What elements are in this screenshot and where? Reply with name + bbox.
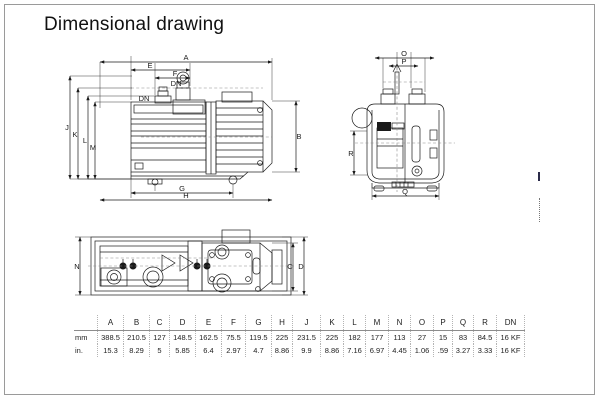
table-header-dn: DN (496, 315, 525, 331)
cell-mm-k: 225 (320, 330, 344, 344)
dim-label-E: E (147, 61, 152, 70)
dim-label-O: O (401, 49, 407, 58)
dim-label-L: L (83, 136, 87, 145)
page-border (4, 4, 595, 395)
table-header-k: K (320, 315, 344, 331)
cell-mm-h: 225 (271, 330, 293, 344)
cell-in-e: 6.4 (195, 344, 222, 357)
table-header-g: G (245, 315, 272, 331)
table-header-m: M (365, 315, 389, 331)
table-header-a: A (97, 315, 124, 331)
plan-view-pump-body (90, 229, 292, 296)
dim-label-K: K (72, 130, 77, 139)
dim-label-Q: Q (402, 187, 408, 196)
cell-in-n: 4.45 (388, 344, 411, 357)
right-edge-dotted-rule (539, 198, 540, 222)
table-header-row: A B C D E F G H J K L M N O P Q R DN (74, 315, 525, 331)
cell-in-q: 3.27 (452, 344, 474, 357)
dim-label-H: H (183, 191, 188, 200)
table-header-c: C (149, 315, 170, 331)
side-elevation-pump-body (130, 71, 217, 175)
port-label-dn-inlet: DN (139, 94, 150, 103)
cell-mm-d: 148.5 (169, 330, 196, 344)
page-title: Dimensional drawing (44, 14, 225, 35)
cell-mm-j: 231.5 (292, 330, 321, 344)
right-edge-tick-mark (538, 172, 540, 181)
cell-mm-f: 75.5 (221, 330, 246, 344)
table-header-q: Q (452, 315, 474, 331)
table-header-l: L (343, 315, 366, 331)
end-view-pump-body (351, 63, 445, 192)
cell-in-f: 2.97 (221, 344, 246, 357)
table-header-d: D (169, 315, 196, 331)
dimension-table: A B C D E F G H J K L M N O P Q R DN mm … (74, 315, 525, 357)
dim-label-G: G (179, 184, 185, 193)
cell-in-b: 8.29 (123, 344, 150, 357)
cell-in-c: 5 (149, 344, 170, 357)
cell-in-l: 7.16 (343, 344, 366, 357)
port-label-dn-outlet: DN (171, 79, 182, 88)
table-header-p: P (433, 315, 453, 331)
cell-mm-b: 210.5 (123, 330, 150, 344)
cell-in-j: 9.9 (292, 344, 321, 357)
cell-mm-l: 182 (343, 330, 366, 344)
cell-in-m: 6.97 (365, 344, 389, 357)
cell-mm-a: 388.5 (97, 330, 124, 344)
table-header-f: F (221, 315, 246, 331)
dim-label-M: M (90, 143, 96, 152)
table-header-o: O (410, 315, 434, 331)
table-header-j: J (292, 315, 321, 331)
cell-in-p: .59 (433, 344, 453, 357)
dim-label-D: D (298, 262, 304, 271)
row-unit-in: in. (75, 345, 83, 355)
cell-mm-p: 15 (433, 330, 453, 344)
table-row: mm 388.5 210.5 127 148.5 162.5 75.5 119.… (74, 330, 525, 344)
dim-label-F: F (173, 69, 178, 78)
side-elevation-base (130, 171, 249, 186)
dim-label-P: P (401, 57, 406, 66)
row-unit-mm: mm (75, 332, 88, 342)
cell-mm-e: 162.5 (195, 330, 222, 344)
cell-in-d: 5.85 (169, 344, 196, 357)
table-row: in. 15.3 8.29 5 5.85 6.4 2.97 4.7 8.86 9… (74, 344, 525, 357)
dim-label-J: J (65, 123, 69, 132)
table-header-r: R (473, 315, 497, 331)
cell-mm-o: 27 (410, 330, 434, 344)
dim-label-C: C (287, 262, 293, 271)
dim-label-R: R (348, 149, 354, 158)
cell-mm-q: 83 (452, 330, 474, 344)
cell-in-a: 15.3 (97, 344, 124, 357)
cell-in-h: 8.86 (271, 344, 293, 357)
cell-in-o: 1.06 (410, 344, 434, 357)
cell-in-g: 4.7 (245, 344, 272, 357)
table-header-h: H (271, 315, 293, 331)
cell-in-k: 8.86 (320, 344, 344, 357)
side-elevation-motor (215, 91, 273, 173)
dim-label-A: A (183, 53, 188, 62)
cell-mm-g: 119.5 (245, 330, 272, 344)
dim-label-N: N (74, 262, 79, 271)
cell-mm-c: 127 (149, 330, 170, 344)
cell-in-dn: 16 KF (496, 344, 525, 357)
cell-mm-r: 84.5 (473, 330, 497, 344)
table-header-b: B (123, 315, 150, 331)
cell-mm-m: 177 (365, 330, 389, 344)
dim-label-B: B (296, 132, 301, 141)
cell-mm-n: 113 (388, 330, 411, 344)
cell-mm-dn: 16 KF (496, 330, 525, 344)
table-header-unit (74, 315, 98, 331)
table-header-n: N (388, 315, 411, 331)
table-header-e: E (195, 315, 222, 331)
cell-in-r: 3.33 (473, 344, 497, 357)
